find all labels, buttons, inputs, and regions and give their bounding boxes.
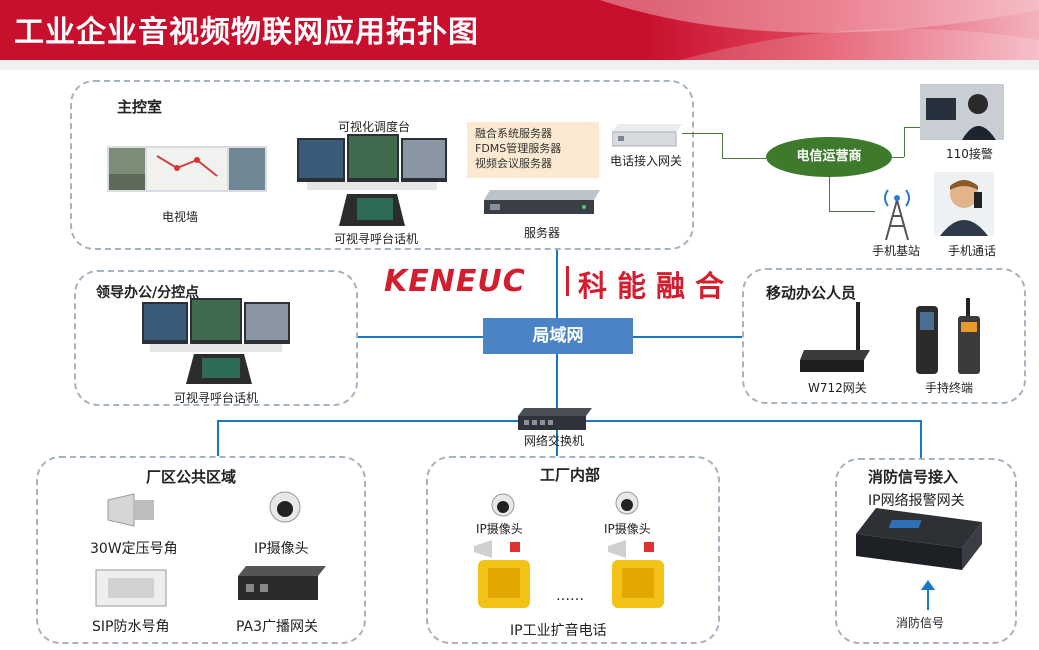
fire-signal-arrow [927,586,929,610]
fire-signal-label: 消防信号 [896,616,945,630]
factory-camera-1-icon [491,493,515,517]
link-lan-leader [358,336,483,338]
zone-leader-office [74,270,358,406]
zone-factory-inside [426,456,720,644]
cell-tower-icon [884,189,910,240]
page-title: 工业企业音视频物联网应用拓扑图 [14,15,479,50]
link-gateway-h2 [722,158,766,159]
dome-camera-icon [269,491,301,523]
zone-title-plant: 厂区公共区域 [146,468,237,486]
switch-label: 网络交换机 [524,434,585,448]
network-switch-icon [518,408,592,430]
tv-wall-label: 电视墙 [162,210,199,224]
factory-camera-2-icon [615,491,639,515]
zone-title-factory: 工厂内部 [540,466,601,484]
banner-underline [0,60,1039,70]
link-lan-main [556,250,558,318]
link-lan-switch [556,354,558,410]
link-police-h2 [904,127,920,128]
server-rack-icon [484,190,600,214]
lan-box: 局域网 [483,318,633,354]
link-lan-mobile [633,336,742,338]
zone-title-fire: 消防信号接入 [868,468,959,486]
video-phone-label: 可视寻呼台话机 [334,232,419,246]
link-gateway-v [722,133,723,158]
server-list: 融合系统服务器 FDMS管理服务器 视频会议服务器 [467,122,599,178]
horn30w-label: 30W定压号角 [90,541,178,557]
sip-horn-label: SIP防水号角 [92,619,170,635]
fire-signal-arrowhead [921,580,935,590]
police-label: 110接警 [946,147,993,161]
zone-fire-signal [835,458,1017,644]
zone-main-control [70,80,694,250]
telecom-operator: 电信运营商 [766,137,892,177]
w712-router-icon [800,302,870,372]
link-police-v [904,127,905,157]
leader-phone-label: 可视寻呼台话机 [174,391,259,405]
mobile-caller-image [934,172,994,236]
leader-desk-image [142,298,290,384]
w712-label: W712网关 [808,381,867,395]
title-banner: 工业企业音视频物联网应用拓扑图 [0,0,1039,60]
pa3-label: PA3广播网关 [236,619,319,635]
dispatch-desk-image [297,134,447,226]
ip-camera-label: IP摄像头 [254,541,309,557]
zone-title-mobile: 移动办公人员 [766,284,857,302]
link-bus-factory [556,420,558,456]
phone-gateway-icon [612,124,682,147]
zone-plant-public [36,456,366,644]
brand-logo-latin: KENEUC [384,264,526,299]
link-police-h [892,157,904,158]
mobile-call-label: 手机通话 [948,244,997,258]
fire-gateway-label: IP网络报警网关 [868,493,965,509]
server-fusion: 融合系统服务器 [475,127,552,140]
factory-camera-2-label: IP摄像头 [604,522,651,536]
base-station-label: 手机基站 [872,244,921,258]
industrial-phone-1-icon [474,540,530,608]
alarm-gateway-icon [856,508,982,570]
link-bus-plant [217,420,219,456]
industrial-phone-2-icon [608,540,664,608]
horn-speaker-icon [107,493,154,527]
handheld-label: 手持终端 [925,381,974,395]
brand-separator [566,266,569,296]
zone-title-leader: 领导办公/分控点 [96,285,200,301]
industrial-phone-label: IP工业扩音电话 [510,623,607,639]
pa3-gateway-icon [238,566,326,600]
link-base-v [829,177,830,211]
link-gateway-h1 [682,133,722,134]
phone-gateway-label: 电话接入网关 [610,154,683,168]
server-label: 服务器 [524,226,561,240]
handheld-terminals-icon [916,298,980,374]
factory-camera-1-label: IP摄像头 [476,522,523,536]
zone-mobile-staff [742,268,1026,404]
link-base-h [829,211,875,212]
brand-logo-cn: 科能融合 [578,269,735,303]
factory-dots: …… [556,588,584,604]
tv-wall-image [107,146,267,192]
link-bus-fire [920,420,922,458]
police-operator-image [920,84,1004,140]
zone-title-main-control: 主控室 [117,98,163,116]
server-video-conf: 视频会议服务器 [475,157,552,170]
sip-horn-icon [95,569,167,607]
server-fdms: FDMS管理服务器 [475,142,562,155]
dispatch-desk-label: 可视化调度台 [338,120,411,134]
